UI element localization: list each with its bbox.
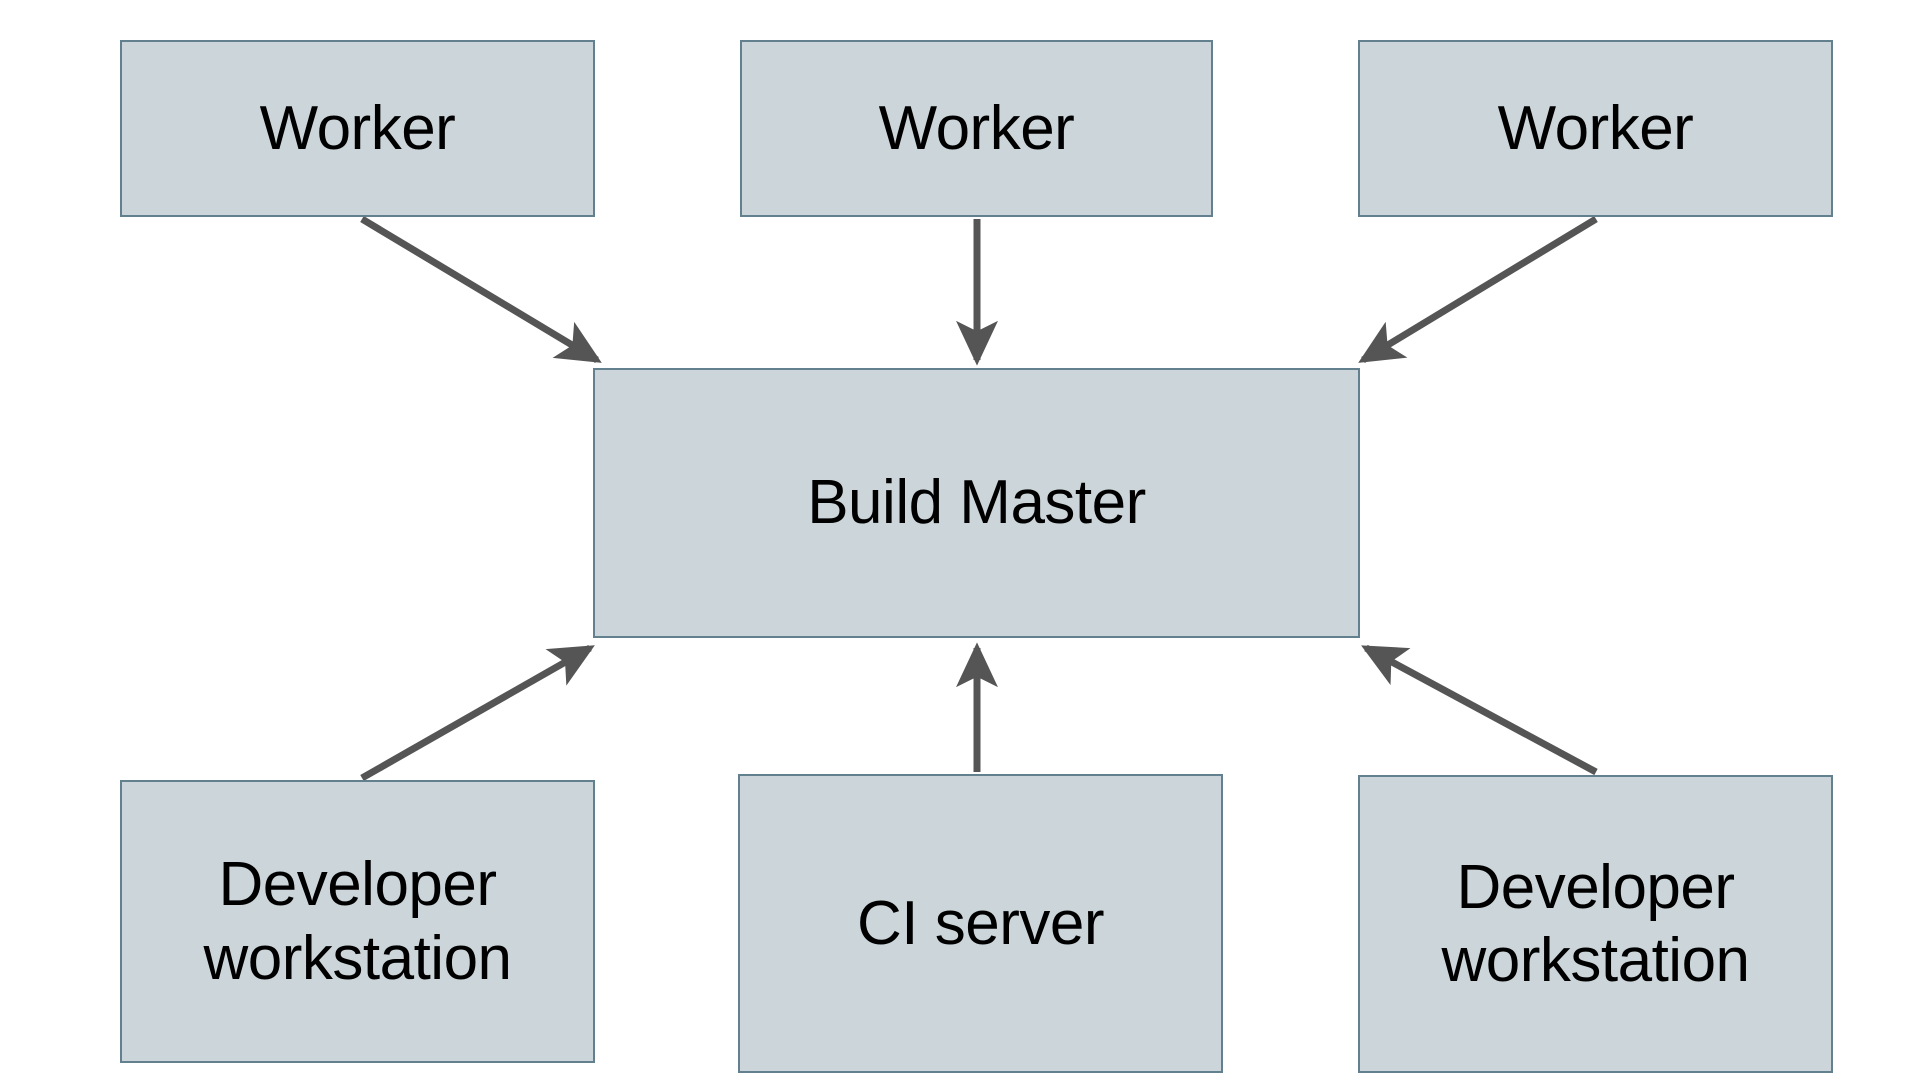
node-build-master[interactable]: Build Master xyxy=(593,368,1360,638)
edge-worker-1-to-build-master xyxy=(360,215,602,364)
node-ci-server-label: CI server xyxy=(857,888,1104,958)
edge-dev-right-to-build-master xyxy=(1361,644,1598,776)
node-developer-workstation-left-label: Developer workstation xyxy=(203,850,512,993)
node-developer-workstation-right[interactable]: Developer workstation xyxy=(1358,775,1833,1073)
edge-dev-left-to-build-master xyxy=(360,644,595,782)
node-worker-3[interactable]: Worker xyxy=(1358,40,1833,217)
node-build-master-label: Build Master xyxy=(807,468,1146,538)
node-worker-1[interactable]: Worker xyxy=(120,40,595,217)
edge-worker-3-to-build-master xyxy=(1358,216,1598,363)
node-ci-server[interactable]: CI server xyxy=(738,774,1223,1073)
node-worker-2-label: Worker xyxy=(878,93,1075,163)
node-developer-workstation-left[interactable]: Developer workstation xyxy=(120,780,595,1063)
node-worker-2[interactable]: Worker xyxy=(740,40,1213,217)
node-developer-workstation-right-label: Developer workstation xyxy=(1441,852,1750,995)
node-worker-1-label: Worker xyxy=(259,93,456,163)
node-worker-3-label: Worker xyxy=(1497,93,1694,163)
